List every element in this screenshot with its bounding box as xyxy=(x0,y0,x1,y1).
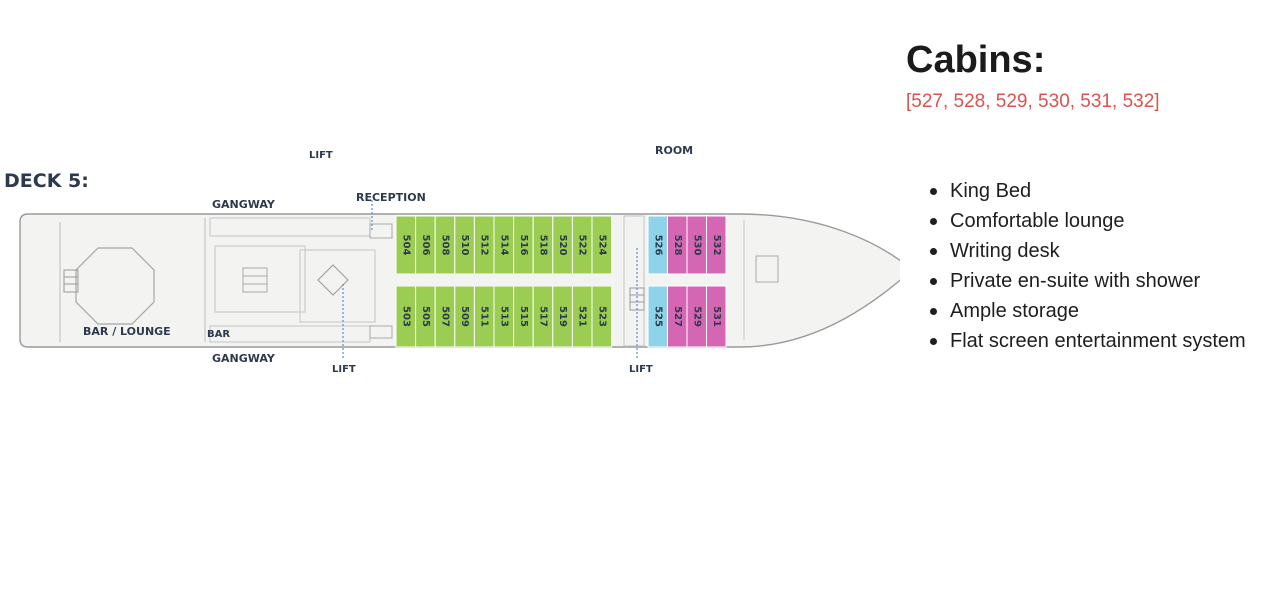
gangway-label-bottom: GANGWAY xyxy=(212,352,276,365)
cabin-531[interactable] xyxy=(706,285,727,348)
cabin-numbers: [527, 528, 529, 530, 531, 532] xyxy=(906,91,1160,112)
feature-item: Writing desk xyxy=(930,236,1266,266)
deck-plan: DECK 5: 504 506 508 510 512 514 516 518 520 522 52… xyxy=(4,144,900,375)
cabin-number-523: 523 xyxy=(596,306,607,327)
cabin-number-507: 507 xyxy=(440,306,451,327)
feature-item: King Bed xyxy=(930,176,1266,206)
cabin-number-525: 525 xyxy=(652,306,663,327)
cabins-bottom-row: 503 505 507 509 511 513 515 517 519 521 523 525 527 5… xyxy=(395,285,727,348)
cabin-number-515: 515 xyxy=(518,306,529,327)
cabin-number-528: 528 xyxy=(672,235,683,256)
cabin-number-521: 521 xyxy=(577,306,588,327)
cabin-number-506: 506 xyxy=(420,235,431,256)
cabin-number-508: 508 xyxy=(440,235,451,256)
features-list: King Bed Comfortable lounge Writing desk… xyxy=(906,176,1266,356)
cabin-number-524: 524 xyxy=(596,235,607,256)
lounge-octagon xyxy=(75,247,155,325)
reception-label: RECEPTION xyxy=(356,191,426,204)
cabin-number-530: 530 xyxy=(691,235,702,256)
bar-lounge-label: BAR / LOUNGE xyxy=(83,325,171,338)
feature-item: Ample storage xyxy=(930,296,1266,326)
lift-label-bottom-right: LIFT xyxy=(629,364,653,375)
cabin-number-512: 512 xyxy=(479,235,490,256)
cabins-top-row: 504 506 508 510 512 514 516 518 520 522 524 526 528 5… xyxy=(395,215,727,275)
cabin-number-510: 510 xyxy=(459,235,470,256)
deck-title: DECK 5: xyxy=(4,170,89,192)
cabin-number-527: 527 xyxy=(672,306,683,327)
cabin-number-532: 532 xyxy=(711,235,722,256)
cabin-number-514: 514 xyxy=(498,235,509,256)
cabin-number-522: 522 xyxy=(577,235,588,256)
cabin-number-513: 513 xyxy=(498,306,509,327)
cabin-number-517: 517 xyxy=(538,306,549,327)
cabin-number-526: 526 xyxy=(652,235,663,256)
cabin-number-516: 516 xyxy=(518,235,529,256)
cabin-number-505: 505 xyxy=(420,306,431,327)
cabin-number-504: 504 xyxy=(400,235,411,256)
cabin-532[interactable] xyxy=(706,215,727,275)
bar-label: BAR xyxy=(207,329,230,340)
cabin-info-panel: Cabins: [527, 528, 529, 530, 531, 532] K… xyxy=(906,38,1266,356)
cabin-number-509: 509 xyxy=(459,306,470,327)
cabin-number-529: 529 xyxy=(691,306,702,327)
cabin-number-519: 519 xyxy=(557,306,568,327)
feature-item: Private en-suite with shower xyxy=(930,266,1266,296)
cabin-number-511: 511 xyxy=(479,306,490,327)
lift-label-top: LIFT xyxy=(309,150,333,161)
cabins-title: Cabins: xyxy=(906,39,1046,81)
feature-item: Comfortable lounge xyxy=(930,206,1266,236)
cabin-number-531: 531 xyxy=(711,306,722,327)
gangway-label-top: GANGWAY xyxy=(212,198,276,211)
cabin-number-503: 503 xyxy=(400,306,411,327)
cabin-number-518: 518 xyxy=(538,235,549,256)
lift-label-bottom-left: LIFT xyxy=(332,364,356,375)
cabin-number-520: 520 xyxy=(557,235,568,256)
room-label: ROOM xyxy=(655,144,693,157)
feature-item: Flat screen entertainment system xyxy=(930,326,1266,356)
